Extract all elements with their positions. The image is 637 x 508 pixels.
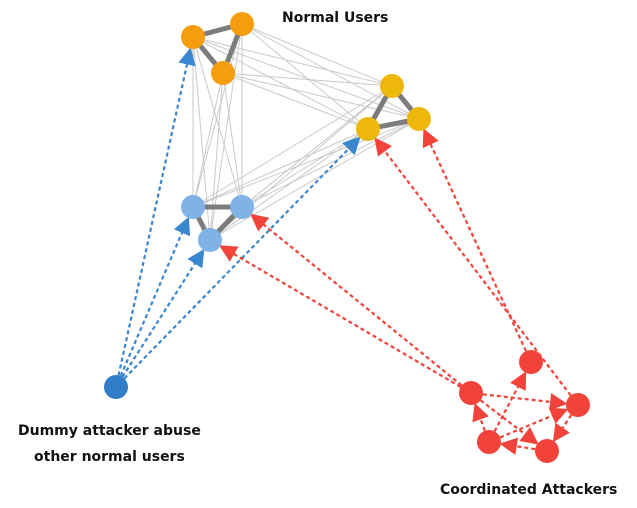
dummy-attacker-label-line1: Dummy attacker abuse: [18, 423, 201, 439]
weak-edge: [209, 23, 243, 241]
node-o3: [211, 61, 235, 85]
weak-edge: [209, 118, 420, 241]
dummy-attacker-label: Dummy attacker abuse other normal users: [18, 418, 201, 470]
weak-edge: [192, 36, 393, 87]
coordinated-attack-arrow: [422, 128, 527, 352]
node-r4: [477, 430, 501, 454]
node-r5: [535, 439, 559, 463]
weak-edge: [222, 72, 420, 120]
node-b2: [230, 195, 254, 219]
coordinated-attack-arrow: [493, 371, 527, 432]
node-o1: [181, 25, 205, 49]
weak-edge: [241, 23, 369, 130]
node-y1: [380, 74, 404, 98]
node-r2: [459, 381, 483, 405]
weak-edge: [209, 72, 224, 241]
weak-edges: [192, 23, 420, 241]
coordinated-attack-arrow: [219, 245, 462, 388]
node-o2: [230, 12, 254, 36]
node-d: [104, 375, 128, 399]
weak-edge: [222, 72, 243, 208]
dummy-attacker-label-line2: other normal users: [34, 449, 185, 465]
weak-edge: [192, 118, 420, 208]
dummy-attack-arrow: [119, 216, 191, 377]
dummy-attack-arrow: [117, 47, 196, 376]
weak-edge: [192, 128, 369, 208]
weak-edge: [192, 85, 393, 208]
node-r3: [566, 393, 590, 417]
node-y2: [356, 117, 380, 141]
weak-edge: [241, 128, 369, 208]
weak-edge: [222, 72, 393, 87]
weak-edge: [241, 23, 393, 87]
coordinated-attack-arrow: [250, 213, 463, 387]
coordinated-attack-arrow: [479, 399, 539, 445]
coordinated-attack-arrow: [374, 137, 572, 397]
weak-edge: [192, 36, 243, 208]
attack-arrows: [117, 47, 573, 456]
node-r1: [519, 350, 543, 374]
weak-edge: [209, 128, 369, 241]
node-b3: [198, 228, 222, 252]
weak-edge: [241, 85, 393, 208]
weak-edge: [241, 23, 420, 120]
coordinated-attack-arrow: [552, 414, 573, 443]
node-b1: [181, 195, 205, 219]
coordinated-attack-arrow: [482, 393, 568, 411]
coordinated-attackers-label: Coordinated Attackers: [440, 482, 618, 498]
coordinated-attack-arrow: [499, 407, 569, 439]
weak-edge: [192, 36, 369, 130]
weak-edge: [222, 72, 369, 130]
weak-edge: [192, 72, 224, 208]
coordinated-attack-arrow: [472, 402, 489, 432]
weak-edge: [192, 23, 243, 208]
node-y3: [407, 107, 431, 131]
nodes: [104, 12, 590, 463]
coordinated-attack-arrow: [499, 437, 536, 456]
normal-users-label: Normal Users: [282, 10, 389, 26]
dummy-attack-arrow: [121, 248, 205, 378]
weak-edge: [241, 118, 420, 208]
